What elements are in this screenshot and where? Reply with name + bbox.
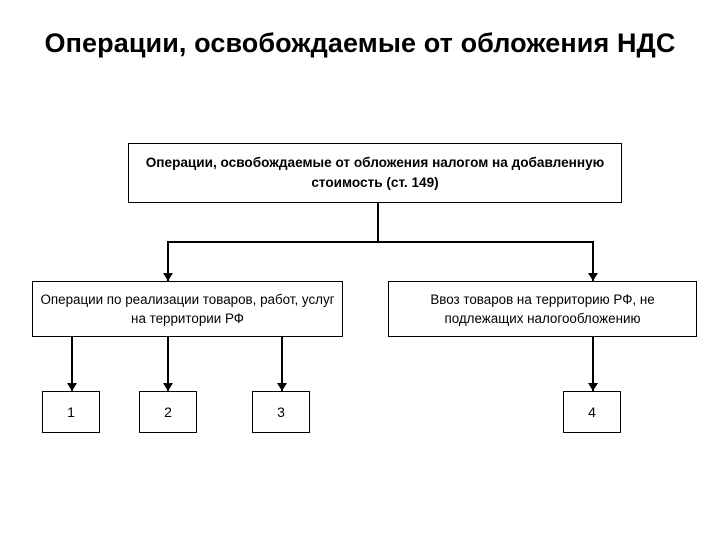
diagram-leaf-2: 2 (139, 391, 197, 433)
diagram-leaf-1: 1 (42, 391, 100, 433)
arrow-head-icon (588, 383, 598, 391)
connector-right-to-leaf-4 (592, 337, 594, 391)
page-title: Операции, освобождаемые от обложения НДС (44, 28, 676, 58)
connector-root-bus (167, 241, 594, 243)
connector-left-to-leaf-2 (167, 337, 169, 391)
diagram-leaf-3-label: 3 (277, 404, 285, 420)
arrow-head-icon (163, 383, 173, 391)
diagram-node-left-branch-label: Операции по реализации товаров, работ, у… (40, 291, 335, 326)
diagram-node-root: Операции, освобождаемые от обложения нал… (128, 143, 622, 203)
diagram-leaf-3: 3 (252, 391, 310, 433)
connector-left-to-leaf-3 (281, 337, 283, 391)
arrow-head-icon (588, 273, 598, 281)
connector-root-to-left (167, 241, 169, 281)
diagram-node-root-label: Операции, освобождаемые от обложения нал… (145, 155, 605, 190)
diagram-leaf-2-label: 2 (164, 404, 172, 420)
diagram-leaf-4: 4 (563, 391, 621, 433)
arrow-head-icon (67, 383, 77, 391)
arrow-head-icon (163, 273, 173, 281)
connector-root-stem (377, 203, 379, 243)
diagram-node-right-branch-label: Ввоз товаров на территорию РФ, не подлеж… (430, 291, 655, 326)
diagram-node-left-branch: Операции по реализации товаров, работ, у… (32, 281, 343, 337)
connector-left-to-leaf-1 (71, 337, 73, 391)
diagram-node-right-branch: Ввоз товаров на территорию РФ, не подлеж… (388, 281, 697, 337)
arrow-head-icon (277, 383, 287, 391)
diagram-leaf-4-label: 4 (588, 404, 596, 420)
diagram-leaf-1-label: 1 (67, 404, 75, 420)
connector-root-to-right (592, 241, 594, 281)
